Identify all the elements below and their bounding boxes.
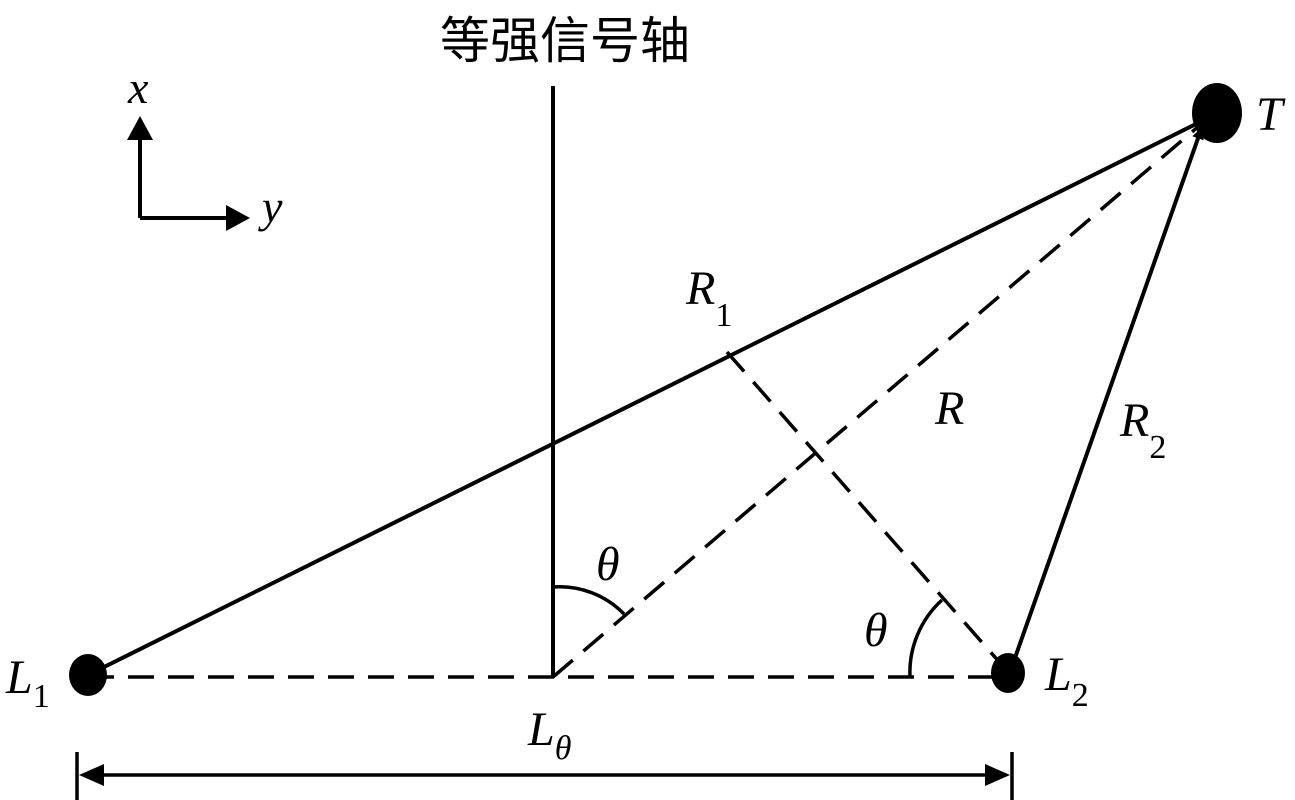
label-t: T <box>1256 88 1286 141</box>
dimension-arrowhead-left <box>79 764 104 786</box>
dimension-arrowhead-right <box>985 764 1010 786</box>
label-r1: R1 <box>685 262 732 334</box>
point-t <box>1192 83 1242 143</box>
coord-y-arrowhead <box>226 205 250 231</box>
segment-r-dashed <box>551 118 1208 679</box>
label-theta-l2: θ <box>864 604 888 657</box>
label-l1: L1 <box>5 651 50 715</box>
signal-axis-title: 等强信号轴 <box>440 12 690 70</box>
label-r: R <box>934 382 964 435</box>
coord-x-label: x <box>127 62 149 113</box>
label-l2: L2 <box>1044 648 1089 714</box>
label-r2: R2 <box>1119 394 1166 466</box>
label-theta-axis: θ <box>596 538 620 591</box>
point-l1 <box>69 654 107 696</box>
coord-y-label: y <box>258 181 283 232</box>
segment-r2 <box>1008 126 1204 673</box>
segment-r1 <box>87 114 1213 677</box>
coordinate-indicator: x y <box>127 62 283 232</box>
label-l0: Lθ <box>527 703 571 767</box>
angle-arc-l2 <box>908 598 944 678</box>
coord-x-arrowhead <box>127 116 153 140</box>
perpendicular-dashed <box>725 350 1010 674</box>
point-l2 <box>991 653 1025 693</box>
dimension-line <box>75 752 1014 800</box>
angle-arc-l0 <box>552 585 626 616</box>
